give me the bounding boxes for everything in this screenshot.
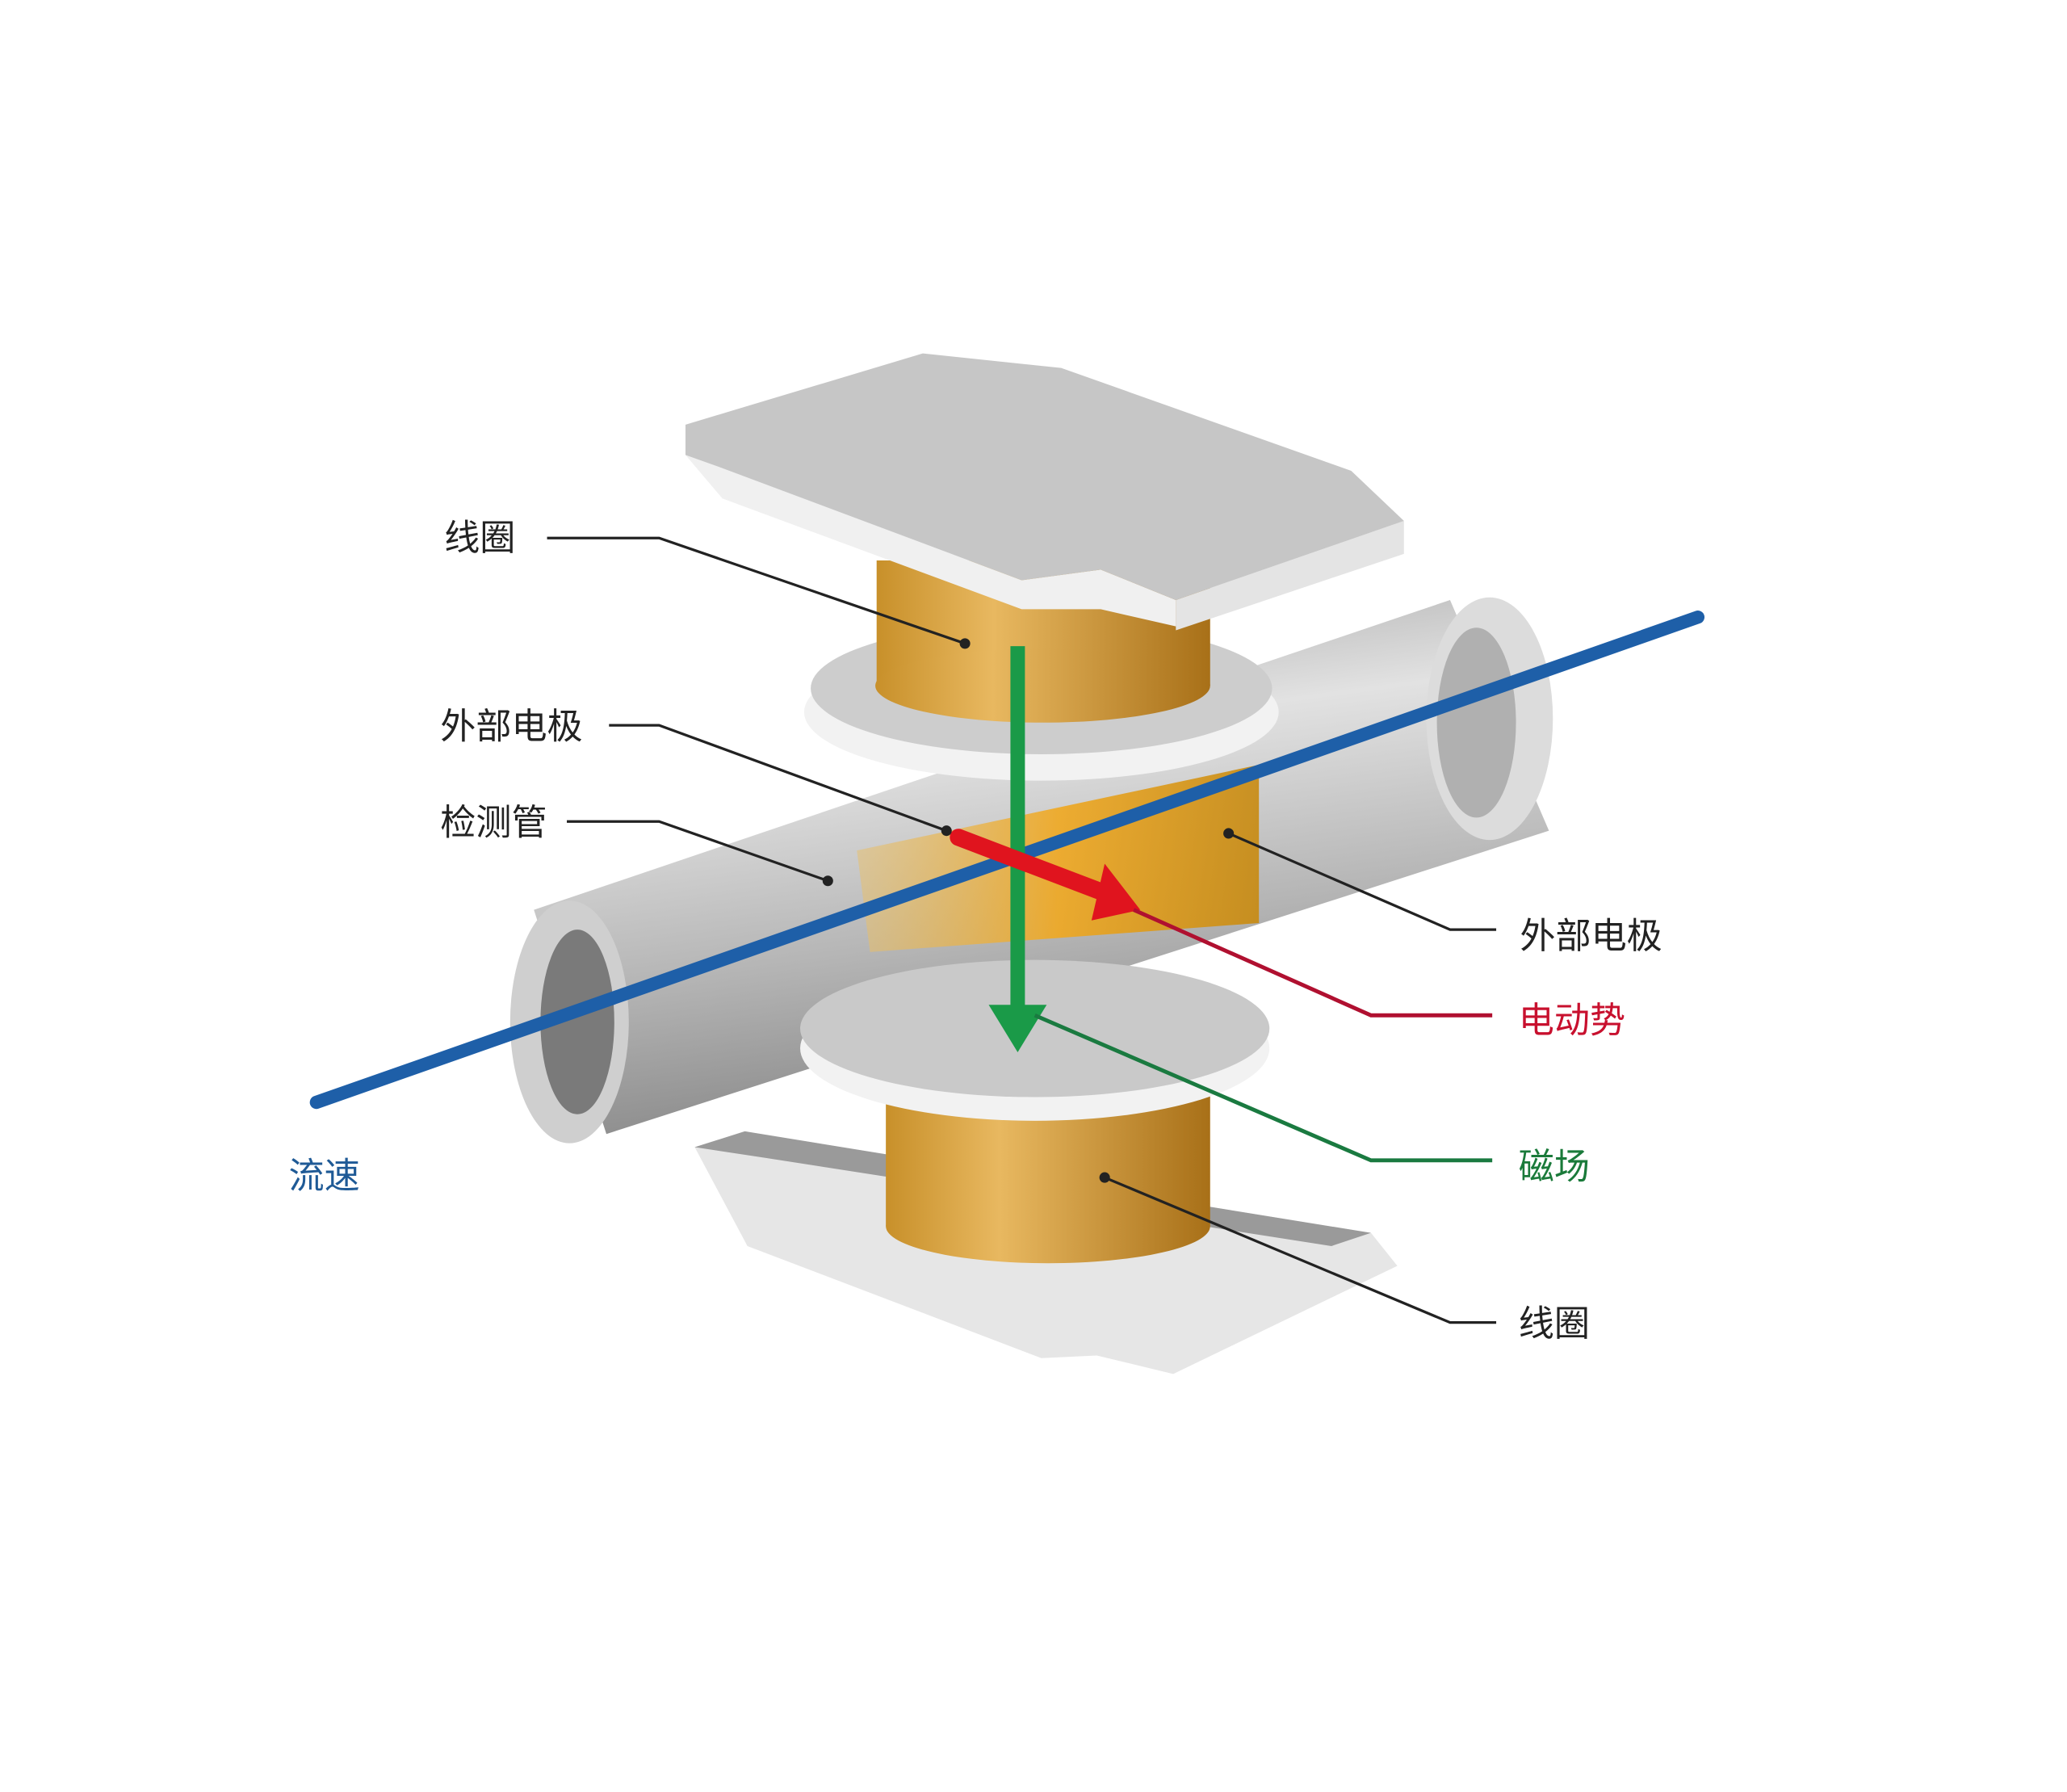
- leader-dots: [822, 638, 1235, 1183]
- label-electrode-right: 外部电极: [1520, 916, 1662, 957]
- leader-coil-top: [547, 536, 966, 645]
- emf-arrow: [950, 829, 1141, 921]
- label-coil-top: 线圈: [444, 518, 515, 559]
- label-flow-velocity: 流速: [289, 1156, 360, 1197]
- top-plate: [685, 353, 1404, 631]
- leader-magnetic-field: [1034, 1014, 1493, 1163]
- leader-electrode-right: [1227, 832, 1497, 931]
- leader-emf: [1133, 908, 1493, 1018]
- label-emf: 电动势: [1519, 1000, 1625, 1041]
- leader-coil-bottom: [1104, 1176, 1497, 1324]
- label-electrode-left: 外部电极: [440, 706, 582, 747]
- label-magnetic-field: 磁场: [1519, 1147, 1590, 1188]
- bottom-pole-disc: [800, 959, 1270, 1121]
- label-detection-tube: 检测管: [440, 803, 547, 844]
- label-coil-bottom: 线圈: [1519, 1303, 1590, 1345]
- magnetic-field-arrow: [988, 646, 1047, 1052]
- leader-electrode-left: [609, 724, 947, 833]
- leader-lines: [547, 536, 1497, 1324]
- leader-detection-tube: [567, 820, 828, 883]
